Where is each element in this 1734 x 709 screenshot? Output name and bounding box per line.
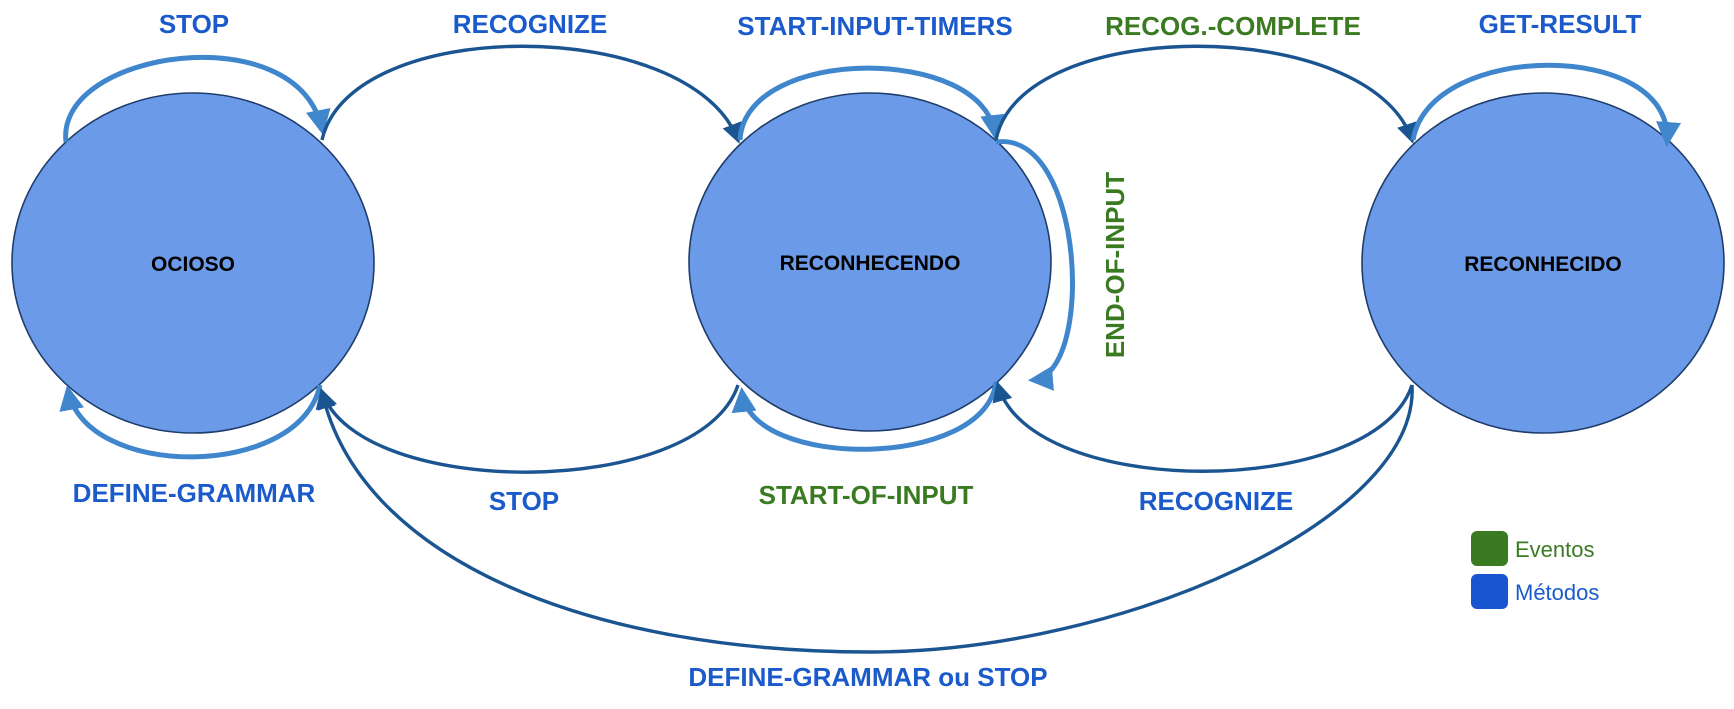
legend: Eventos Métodos <box>1471 531 1599 609</box>
edge-recognizing-end-of-input-loop <box>995 139 1075 391</box>
state-recognizing-label: RECONHECENDO <box>780 252 961 275</box>
label-recognized-to-idle: DEFINE-GRAMMAR ou STOP <box>688 662 1047 692</box>
edge-recognizing-to-idle <box>317 384 740 474</box>
label-recognized-to-idle-part-a: DEFINE-GRAMMAR <box>688 662 931 692</box>
label-recognized-to-recognizing: RECOGNIZE <box>1139 486 1294 516</box>
edge-idle-to-recognizing <box>320 44 742 144</box>
state-idle-label: OCIOSO <box>151 253 235 276</box>
label-idle-define-grammar: DEFINE-GRAMMAR <box>73 478 316 508</box>
legend-events-label: Eventos <box>1515 537 1595 562</box>
label-recognizing-start-timers: START-INPUT-TIMERS <box>737 11 1012 41</box>
edge-recognizing-start-timers-loop <box>737 65 1006 141</box>
state-recognized: RECONHECIDO <box>1361 92 1725 434</box>
label-recognizing-end-of-input: END-OF-INPUT <box>1100 172 1130 358</box>
edge-recognizing-to-recognized <box>994 44 1417 144</box>
state-recognizing: RECONHECENDO <box>688 92 1052 432</box>
legend-events-swatch <box>1471 531 1508 566</box>
legend-methods-label: Métodos <box>1515 580 1599 605</box>
label-idle-stop: STOP <box>159 9 229 39</box>
state-recognized-label: RECONHECIDO <box>1464 253 1622 276</box>
label-recognized-to-idle-or: ou <box>931 662 977 692</box>
label-recognizing-start-of-input: START-OF-INPUT <box>759 480 974 510</box>
edge-idle-define-grammar-loop <box>59 384 323 460</box>
label-recognized-get-result: GET-RESULT <box>1479 9 1642 39</box>
edge-idle-stop-loop <box>63 54 331 143</box>
edge-recognized-get-result-loop <box>1410 62 1681 147</box>
state-idle: OCIOSO <box>11 92 375 434</box>
label-recognizing-to-recognized: RECOG.-COMPLETE <box>1105 11 1361 41</box>
label-recognizing-to-idle: STOP <box>489 486 559 516</box>
edge-recognizing-start-of-input-loop <box>731 381 999 452</box>
legend-methods-swatch <box>1471 574 1508 609</box>
edge-recognized-to-idle <box>315 384 1414 654</box>
label-recognized-to-idle-part-b: STOP <box>977 662 1047 692</box>
edge-recognized-to-recognizing <box>992 381 1414 473</box>
label-idle-to-recognizing: RECOGNIZE <box>453 9 608 39</box>
